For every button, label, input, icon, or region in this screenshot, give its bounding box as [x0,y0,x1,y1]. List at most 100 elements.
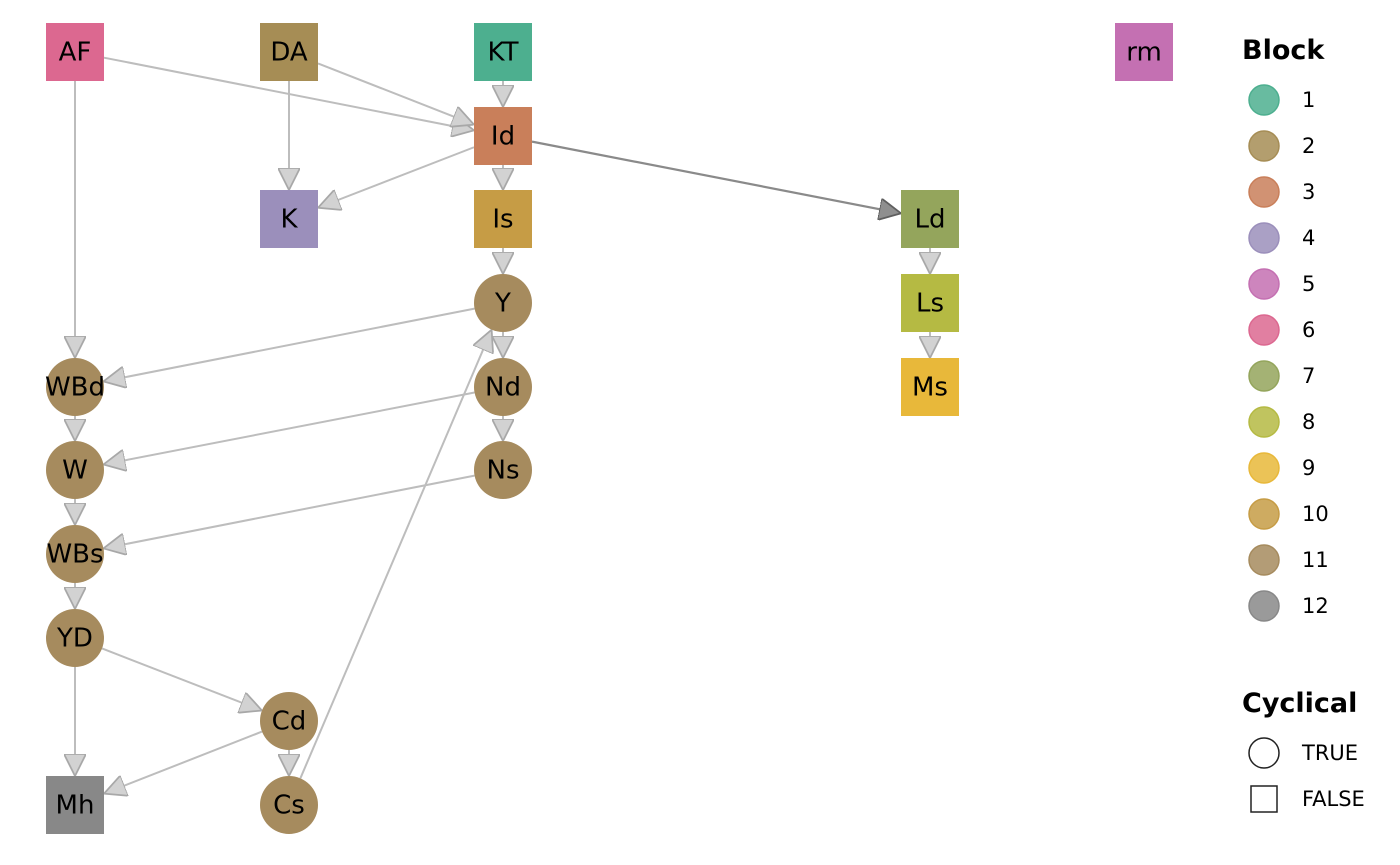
legend-cyclical-label: FALSE [1302,787,1365,811]
node-y[interactable]: Y [474,274,532,332]
node-square-shape [901,274,959,332]
edge-yd-to-cd [101,647,262,710]
node-rm[interactable]: rm [1115,23,1173,81]
node-ld[interactable]: Ld [901,190,959,248]
node-square-shape [260,190,318,248]
node-circle-shape [46,358,104,416]
node-ms[interactable]: Ms [901,358,959,416]
legend-block-swatch [1248,498,1280,530]
node-is[interactable]: Is [474,190,532,248]
legend-block-label: 7 [1302,364,1315,388]
node-label: rm [1126,38,1162,68]
node-label: K [280,205,298,235]
node-circle-shape [46,609,104,667]
legend-circle-shape [1248,737,1280,769]
node-square-shape [46,23,104,81]
node-label: Ms [912,373,948,403]
edge-id-to-k [318,146,475,208]
node-label: Ns [487,456,520,486]
node-circle-shape [260,776,318,834]
legend-block-item: 8 [1248,406,1315,438]
node-wbs[interactable]: WBs [46,525,104,583]
legend-block-title: Block [1242,35,1325,66]
node-kt[interactable]: KT [474,23,532,81]
node-ns[interactable]: Ns [474,441,532,499]
legend-block-item: 12 [1248,590,1329,622]
legend-block-swatch [1248,84,1280,116]
legend-block-item: 4 [1248,222,1315,254]
node-label: DA [270,38,308,68]
edge-y-to-wbd [103,307,475,382]
node-mh[interactable]: Mh [46,776,104,834]
legend-block-label: 4 [1302,226,1315,250]
node-w[interactable]: W [46,441,104,499]
node-ls[interactable]: Ls [901,274,959,332]
node-af[interactable]: AF [46,23,104,81]
legend-block-label: 12 [1302,594,1329,618]
node-label: Cd [272,707,307,737]
node-square-shape [260,23,318,81]
node-yd[interactable]: YD [46,609,104,667]
legend-square-shape [1250,785,1278,813]
legend-block-label: 1 [1302,88,1315,112]
legend-cyclical-item: FALSE [1250,785,1365,813]
node-circle-shape [474,274,532,332]
legend-block-label: 3 [1302,180,1315,204]
node-label: Cs [273,791,305,821]
legend-block-item: 3 [1248,176,1315,208]
legend-block-item: 7 [1248,360,1315,392]
legend-block-label: 11 [1302,548,1329,572]
node-label: W [62,456,88,486]
legend-block-label: 5 [1302,272,1315,296]
node-label: YD [56,624,93,654]
node-circle-shape [474,441,532,499]
legend-block-label: 6 [1302,318,1315,342]
legend-block-item: 5 [1248,268,1315,300]
legend-block-item: 1 [1248,84,1315,116]
legend-block-swatch [1248,222,1280,254]
legend-block-label: 9 [1302,456,1315,480]
node-wbd[interactable]: WBd [45,358,105,416]
legend-block-item: 6 [1248,314,1315,346]
node-label: Id [491,122,515,152]
legend-block-swatch [1248,360,1280,392]
node-label: AF [59,38,92,68]
node-square-shape [474,190,532,248]
legend-block-item: 2 [1248,130,1315,162]
legend-block-item: 11 [1248,544,1329,576]
node-label: Ls [916,289,944,319]
legend-block-swatch [1248,452,1280,484]
node-k[interactable]: K [260,190,318,248]
edge-cd-to-mh [104,730,263,794]
legend-block-item: 9 [1248,452,1315,484]
legend-block-item: 10 [1248,498,1329,530]
node-label: WBs [46,540,103,570]
node-cd[interactable]: Cd [260,692,318,750]
edge-nd-to-w [103,391,475,465]
node-id[interactable]: Id [474,107,532,165]
node-label: WBd [45,373,105,403]
edge-ns-to-wbs [103,474,475,549]
edge-cs-to-y [299,330,491,779]
node-label: Y [494,289,511,319]
node-label: Mh [56,791,95,821]
node-circle-shape [474,358,532,416]
legend-block-swatch [1248,590,1280,622]
node-cs[interactable]: Cs [260,776,318,834]
node-nd[interactable]: Nd [474,358,532,416]
legend-cyclical-item: TRUE [1248,737,1358,769]
legend-block-swatch [1248,544,1280,576]
node-label: Ld [915,205,946,235]
edge-da-to-id [317,62,474,124]
legend-block-swatch [1248,406,1280,438]
node-square-shape [1115,23,1173,81]
legend-block-label: 10 [1302,502,1329,526]
node-square-shape [901,190,959,248]
legend-block-label: 2 [1302,134,1315,158]
legend-block-label: 8 [1302,410,1315,434]
node-da[interactable]: DA [260,23,318,81]
node-label: Nd [485,373,521,403]
